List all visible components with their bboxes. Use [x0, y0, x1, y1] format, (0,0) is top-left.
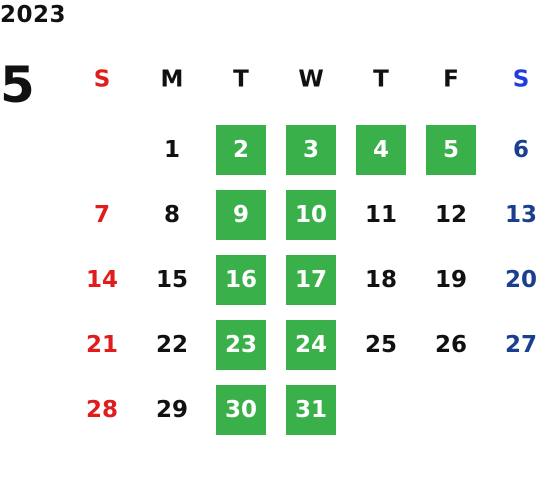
day-cell: 8: [163, 202, 180, 228]
day-cell: 6: [512, 137, 529, 163]
day-cell: 26: [434, 332, 467, 358]
day-cell: 15: [155, 267, 188, 293]
highlighted-day-cell: 17: [286, 255, 336, 305]
highlighted-day-cell: 31: [286, 385, 336, 435]
highlighted-day-cell: 2: [216, 125, 266, 175]
year-label: 2023: [0, 2, 67, 28]
empty-day-cell: [356, 385, 406, 435]
weekday-monday: M: [160, 66, 184, 93]
day-cell: 20: [504, 267, 537, 293]
weekday-saturday: S: [512, 66, 530, 93]
highlighted-day-cell: 16: [216, 255, 266, 305]
weekday-tuesday: T: [233, 66, 249, 93]
highlighted-day-cell: 3: [286, 125, 336, 175]
day-cell: 1: [163, 137, 180, 163]
highlighted-day-cell: 30: [216, 385, 266, 435]
day-cell: 18: [364, 267, 397, 293]
day-cell: 13: [504, 202, 537, 228]
weekday-thursday: T: [373, 66, 389, 93]
highlighted-day-cell: 9: [216, 190, 266, 240]
weekday-wednesday: W: [298, 66, 324, 93]
empty-day-cell: [496, 385, 546, 435]
weekday-friday: F: [443, 66, 459, 93]
day-cell: 27: [504, 332, 537, 358]
day-cell: 14: [85, 267, 118, 293]
day-cell: 7: [93, 202, 110, 228]
highlighted-day-cell: 5: [426, 125, 476, 175]
day-cell: 22: [155, 332, 188, 358]
highlighted-day-cell: 24: [286, 320, 336, 370]
day-cell: 29: [155, 397, 188, 423]
highlighted-day-cell: 10: [286, 190, 336, 240]
day-cell: 25: [364, 332, 397, 358]
day-cell: 19: [434, 267, 467, 293]
highlighted-day-cell: 4: [356, 125, 406, 175]
highlighted-day-cell: 23: [216, 320, 266, 370]
empty-day-cell: [77, 125, 127, 175]
day-cell: 21: [85, 332, 118, 358]
day-cell: 12: [434, 202, 467, 228]
weekday-sunday: S: [93, 66, 111, 93]
empty-day-cell: [426, 385, 476, 435]
day-cell: 28: [85, 397, 118, 423]
month-number: 5: [0, 56, 35, 114]
day-cell: 11: [364, 202, 397, 228]
